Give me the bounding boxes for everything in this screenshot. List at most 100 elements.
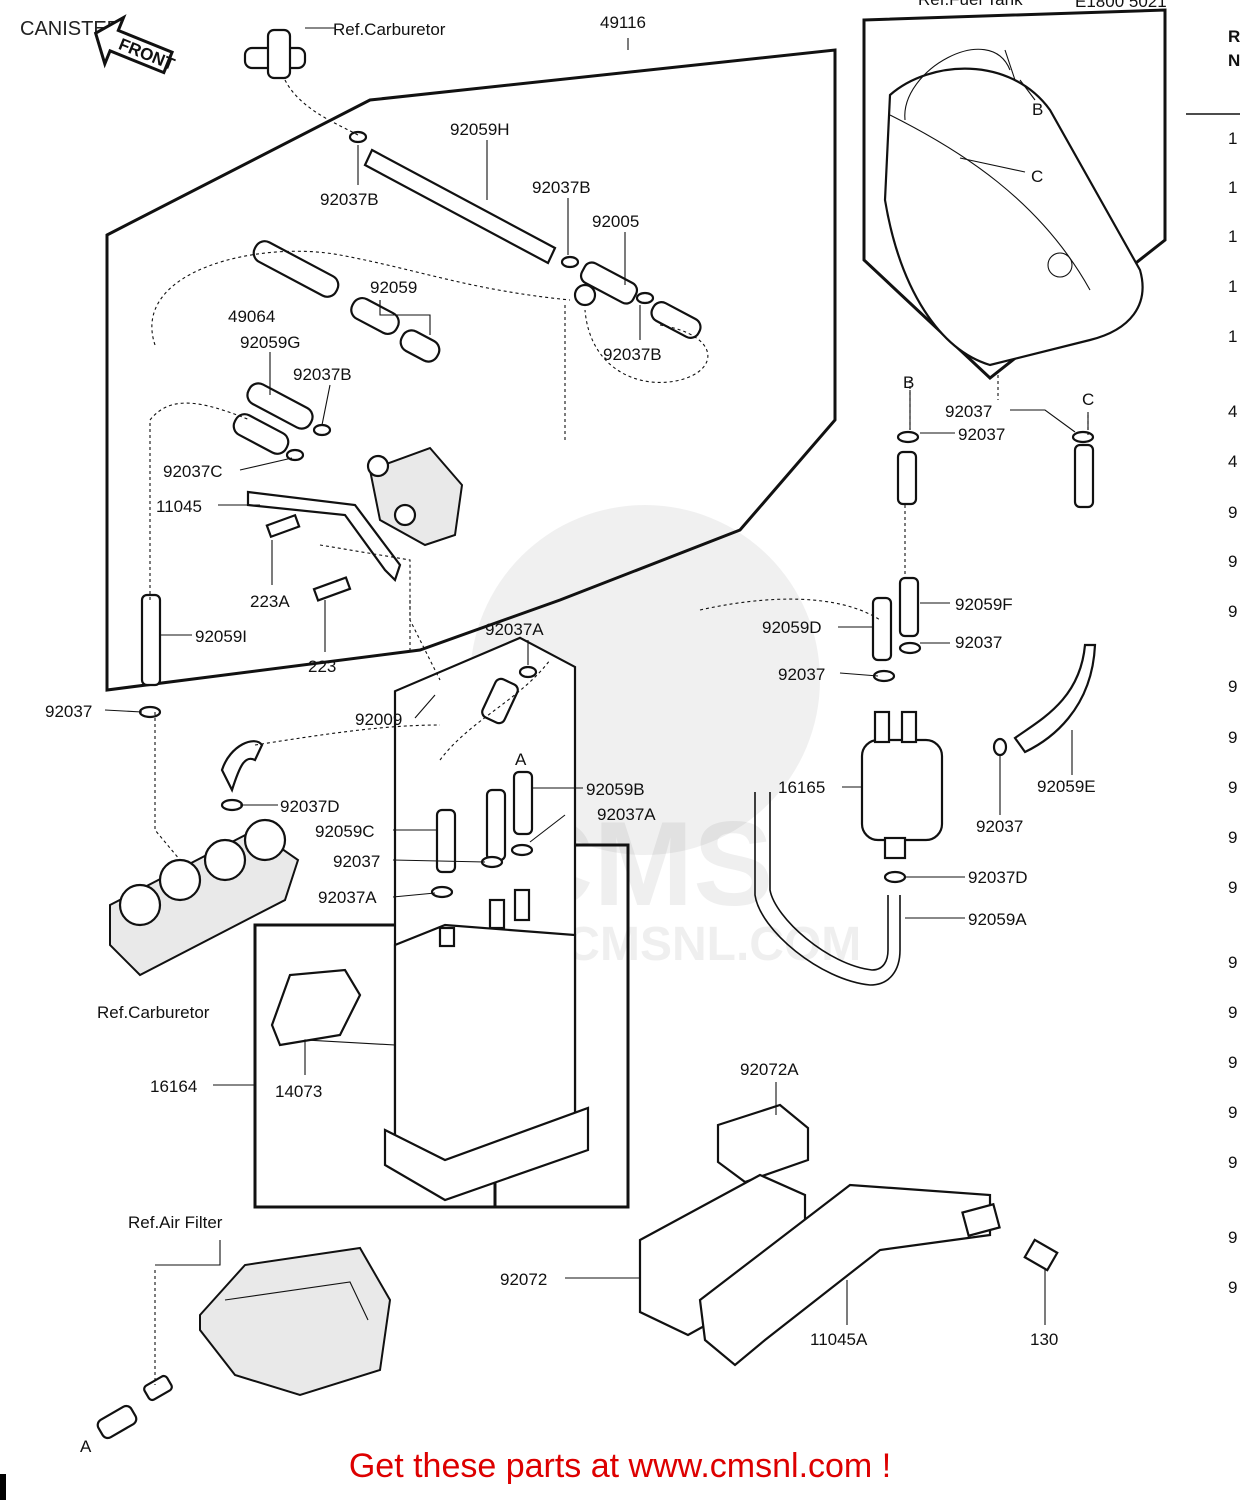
marker-labels: A A B B C C (80, 100, 1094, 1456)
part-label: 92009 (355, 710, 402, 729)
part-label: 92037 (945, 402, 992, 421)
part-label: 49116 (600, 13, 646, 32)
svg-text:9: 9 (1228, 1003, 1237, 1022)
svg-text:1: 1 (1228, 178, 1237, 197)
svg-text:9: 9 (1228, 1053, 1237, 1072)
drawing-code: E1800 5021 (1075, 0, 1167, 11)
part-label: 92037 (778, 665, 825, 684)
part-label: 92059B (586, 780, 645, 799)
svg-text:9: 9 (1228, 953, 1237, 972)
part-label: 92037 (976, 817, 1023, 836)
bracket-11045 (246, 490, 402, 583)
svg-text:9: 9 (1228, 677, 1237, 696)
part-label: 92037 (45, 702, 92, 721)
canister-holder (638, 1103, 1001, 1367)
svg-text:9: 9 (1228, 878, 1237, 897)
fuel-pump (366, 446, 464, 547)
part-label: 92059H (450, 120, 510, 139)
marker-c-label: C (1082, 390, 1094, 409)
svg-text:R: R (1228, 27, 1240, 46)
hose-92059e (1013, 643, 1097, 754)
hose-92059a-inner (769, 792, 889, 971)
part-label: 92059 (370, 278, 417, 297)
hose-92059a (754, 792, 901, 986)
part-label: 223 (308, 657, 336, 676)
svg-text:9: 9 (1228, 503, 1237, 522)
hose-set-frame (105, 48, 837, 692)
part-label: 16165 (778, 778, 825, 797)
svg-text:9: 9 (1228, 552, 1237, 571)
upper-hoses (232, 240, 702, 455)
promo-link[interactable]: Get these parts at www.cmsnl.com ! (348, 1447, 892, 1485)
part-label: 130 (1030, 1330, 1058, 1349)
marker-a-label: A (80, 1437, 92, 1456)
part-label: 92037 (955, 633, 1002, 652)
marker-b-label: B (903, 373, 914, 392)
svg-text:9: 9 (1228, 728, 1237, 747)
svg-text:9: 9 (1228, 778, 1237, 797)
part-label: 92059D (762, 618, 822, 637)
svg-text:1: 1 (1228, 277, 1237, 296)
marker-c-label: C (1031, 167, 1043, 186)
hose-92059h (363, 148, 557, 265)
svg-text:9: 9 (1228, 1103, 1237, 1122)
part-label: 92037A (318, 888, 377, 907)
part-label: 92037D (280, 797, 340, 816)
part-label: 92037B (320, 190, 379, 209)
part-label: 92059C (315, 822, 375, 841)
part-labels: 49116 92059H 92037B 92037B 92005 92059 4… (45, 13, 1096, 1349)
routing-lines (149, 79, 1089, 1385)
part-label: 92059F (955, 595, 1013, 614)
svg-text:9: 9 (1228, 1278, 1237, 1297)
part-label: 92005 (592, 212, 639, 231)
part-label: 92072 (500, 1270, 547, 1289)
part-label: 92059E (1037, 777, 1096, 796)
edge-mark (0, 1474, 6, 1500)
part-label: 92037B (603, 345, 662, 364)
part-label: 92059A (968, 910, 1027, 929)
canister-hoses (435, 677, 534, 874)
part-label: 14073 (275, 1082, 322, 1101)
svg-text:1: 1 (1228, 327, 1237, 346)
ref-carburetor-top: Ref.Carburetor (333, 20, 446, 39)
part-label: 92072A (740, 1060, 799, 1079)
part-label: 92037B (293, 365, 352, 384)
part-label: 223A (250, 592, 290, 611)
svg-text:4: 4 (1228, 402, 1237, 421)
svg-text:1: 1 (1228, 129, 1237, 148)
svg-text:9: 9 (1228, 1153, 1237, 1172)
bracket-14073 (270, 968, 362, 1047)
part-label: 92037A (597, 805, 656, 824)
leader-lines (104, 38, 1089, 1325)
part-label: 92037A (485, 620, 544, 639)
part-label: 16164 (150, 1077, 197, 1096)
canister-16164 (383, 636, 590, 1202)
part-label: 92037 (958, 425, 1005, 444)
svg-text:9: 9 (1228, 828, 1237, 847)
marker-a-label: A (515, 750, 527, 769)
svg-text:N: N (1228, 51, 1240, 70)
part-label: 11045A (810, 1330, 868, 1349)
parts-list-fragment: R N 1 1 1 1 1 4 4 9 9 9 9 9 9 9 9 9 9 9 … (1186, 27, 1240, 1297)
part-label: 49064 (228, 307, 275, 326)
part-label: 11045 (156, 497, 202, 516)
fuel-tank (883, 48, 1144, 367)
t-connector (243, 27, 335, 80)
ref-fuel-tank: Ref.Fuel Tank (918, 0, 1023, 9)
part-label: 92037C (163, 462, 223, 481)
fuel-filter-16165 (860, 443, 1095, 860)
part-label: 92037B (532, 178, 591, 197)
ref-air-filter: Ref.Air Filter (128, 1213, 223, 1232)
part-label: 92037 (333, 852, 380, 871)
front-arrow-icon: FRONT (93, 14, 178, 75)
svg-text:1: 1 (1228, 227, 1237, 246)
carburetor-bank (109, 593, 300, 977)
part-label: 92059I (195, 627, 247, 646)
part-label: 92037D (968, 868, 1028, 887)
svg-text:9: 9 (1228, 1228, 1237, 1247)
svg-text:4: 4 (1228, 452, 1237, 471)
part-label: 92059G (240, 333, 301, 352)
svg-text:9: 9 (1228, 602, 1237, 621)
marker-b-label: B (1032, 100, 1043, 119)
